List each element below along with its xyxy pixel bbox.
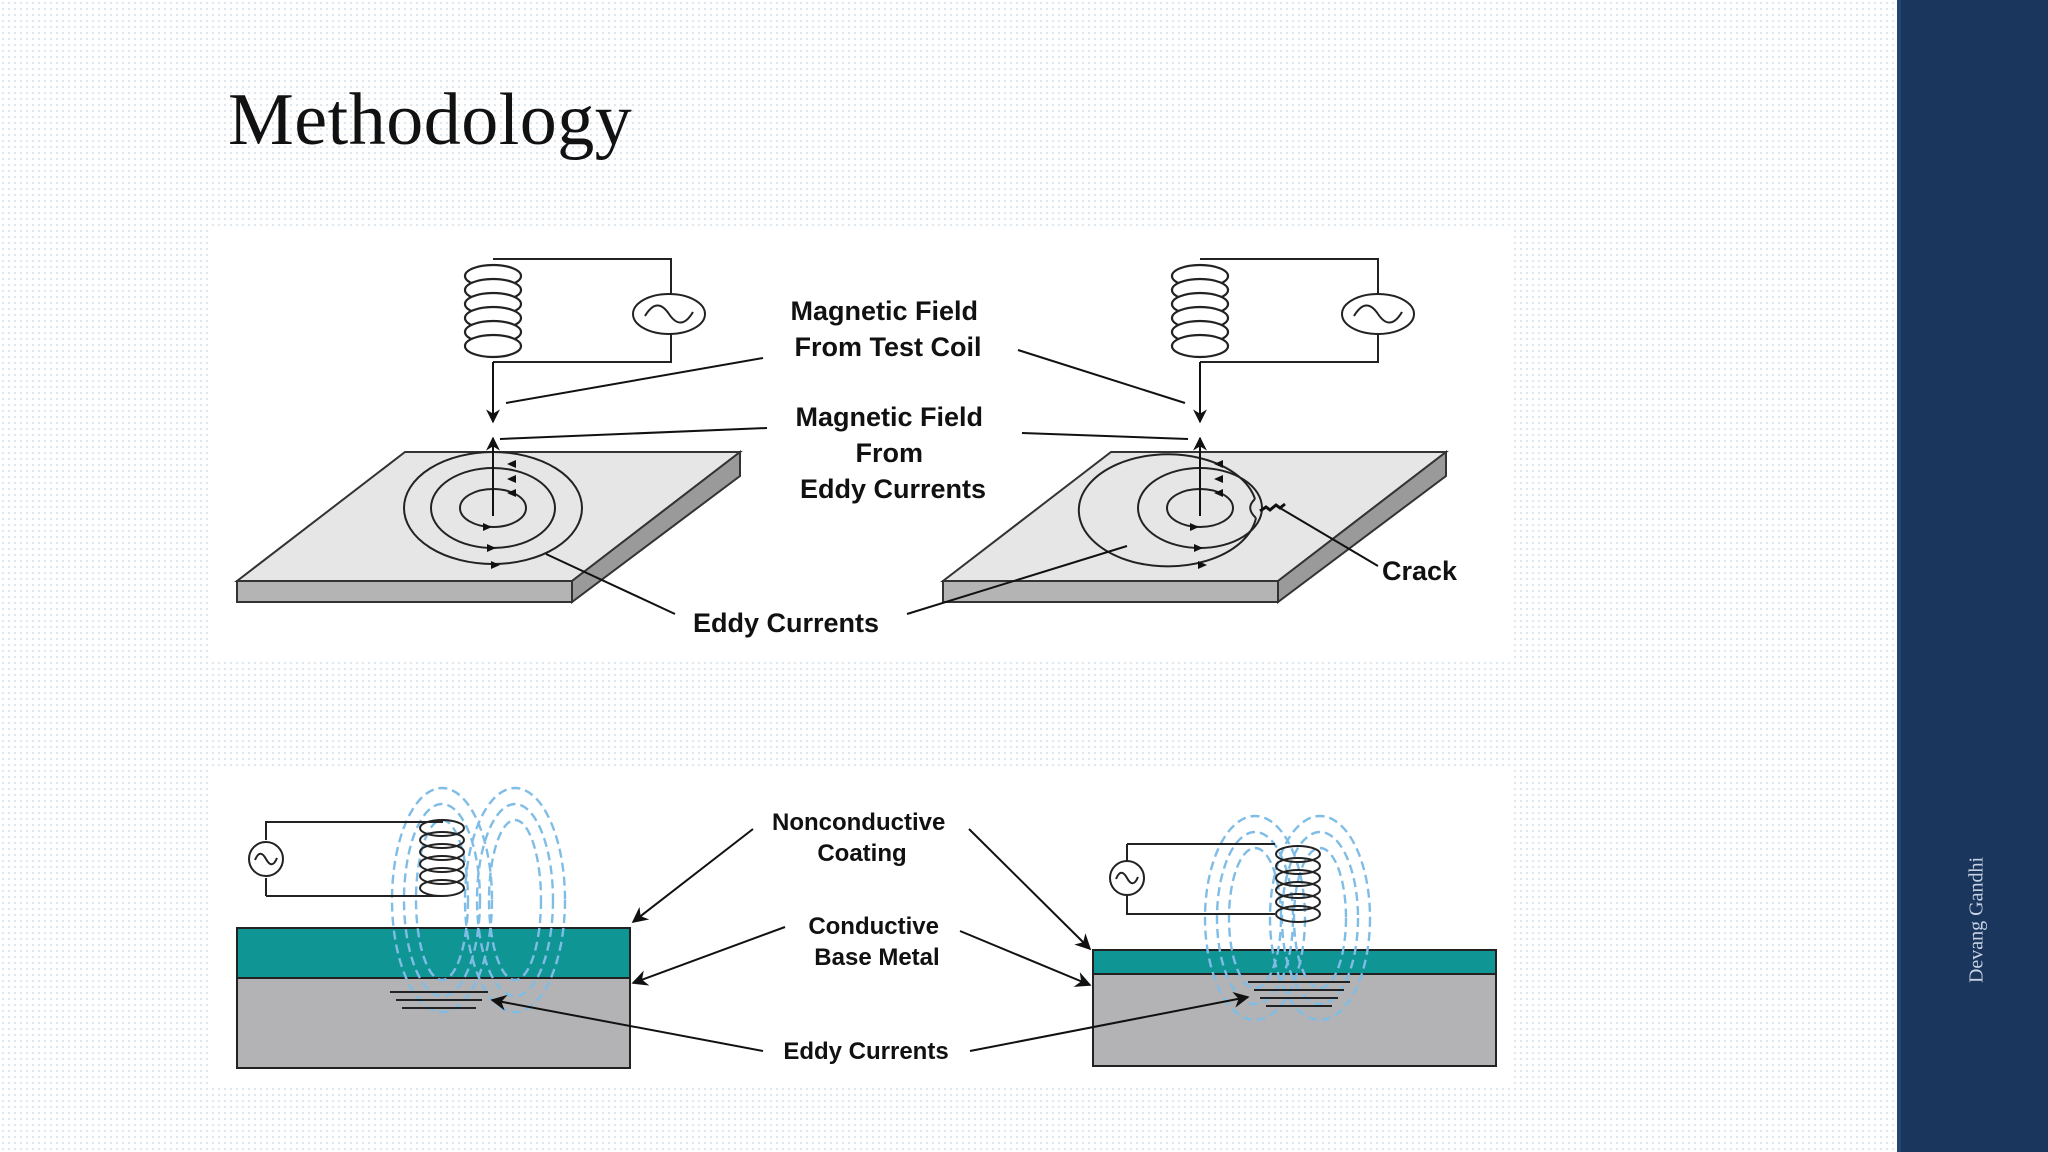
test-coil-left: [463, 263, 523, 359]
left-test-setup: [234, 258, 743, 604]
author-name: Devang Gandhi: [1965, 856, 1988, 984]
label-eddy-currents-bottom: Eddy Currents: [783, 1038, 948, 1065]
leader-arrows-bottom: [490, 828, 1250, 1052]
label-magnetic-field-coil: Magnetic Field From Test Coil: [790, 296, 985, 362]
ac-source-icon: [248, 841, 284, 877]
metal-plate-left: [234, 449, 743, 604]
coating-thickness-diagram: Nonconductive Coating Conductive Base Me…: [210, 770, 1510, 1086]
label-nonconductive-coating: Nonconductive Coating: [772, 809, 952, 867]
slide-title: Methodology: [228, 79, 633, 161]
label-eddy-currents-top: Eddy Currents: [693, 608, 879, 638]
leader-lines-top: [499, 349, 1379, 615]
left-coating-sample: [236, 786, 631, 1069]
right-test-setup: [940, 258, 1449, 604]
label-conductive-base-metal: Conductive Base Metal: [808, 913, 945, 971]
ac-source-icon: [1109, 860, 1145, 896]
eddy-lines-left: [390, 991, 488, 1009]
eddy-current-crack-diagram: Magnetic Field From Test Coil Magnetic F…: [210, 226, 1510, 662]
label-magnetic-field-eddy: Magnetic Field From Eddy Currents: [795, 402, 990, 504]
ac-source-icon: [1341, 293, 1415, 335]
label-crack: Crack: [1382, 556, 1458, 586]
right-coating-sample: [1092, 814, 1497, 1067]
field-lines-left: [390, 786, 567, 1014]
eddy-lines-right: [1248, 981, 1350, 1007]
probe-coil-left: [419, 819, 465, 897]
test-coil-right: [1170, 263, 1230, 359]
ac-source-icon: [632, 293, 706, 335]
sidebar: [1897, 0, 2048, 1152]
probe-coil-right: [1275, 845, 1321, 923]
metal-plate-right: [940, 449, 1449, 604]
